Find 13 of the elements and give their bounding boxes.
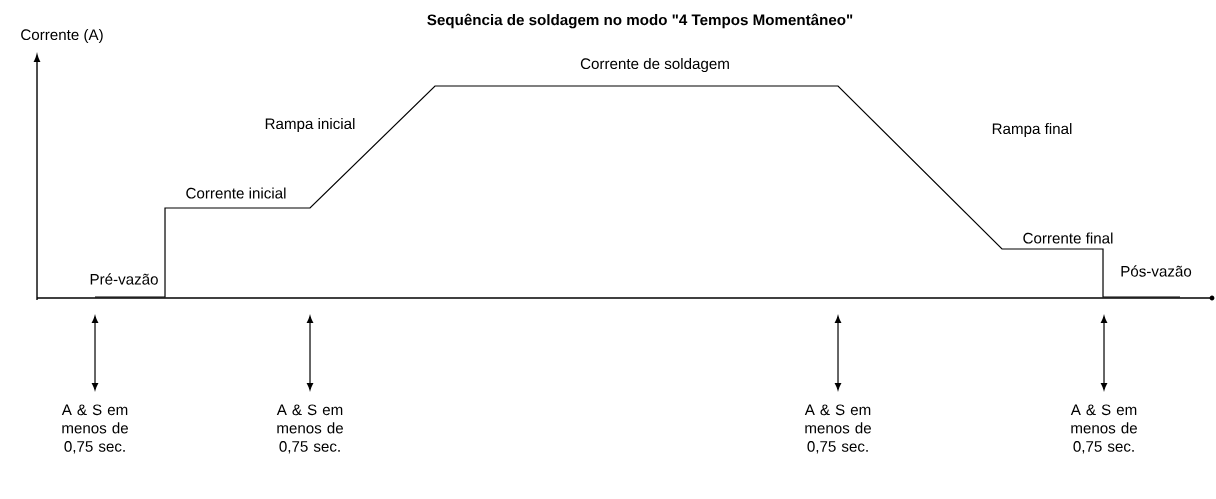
segment-label: Rampa final (992, 122, 1072, 138)
segment-label: Corrente final (1023, 232, 1113, 244)
annotation-text: A & S em menos de 0,75 sec. (61, 404, 128, 454)
segment-label: Corrente de soldagem (580, 57, 729, 73)
segment-label: Pós-vazão (1121, 265, 1192, 277)
segment-label: Pré-vazão (90, 273, 158, 285)
axis-label: Corrente (A) (21, 28, 103, 44)
annotation-text: A & S em menos de 0,75 sec. (276, 404, 343, 454)
chart-title: Sequência de soldagem no modo "4 Tempos Momentâneo" (427, 13, 853, 29)
segment-label: Corrente inicial (186, 187, 286, 199)
annotation-text: A & S em menos de 0,75 sec. (1070, 404, 1137, 454)
annotation-text: A & S em menos de 0,75 sec. (804, 404, 871, 454)
segment-label: Rampa inicial (265, 117, 355, 133)
